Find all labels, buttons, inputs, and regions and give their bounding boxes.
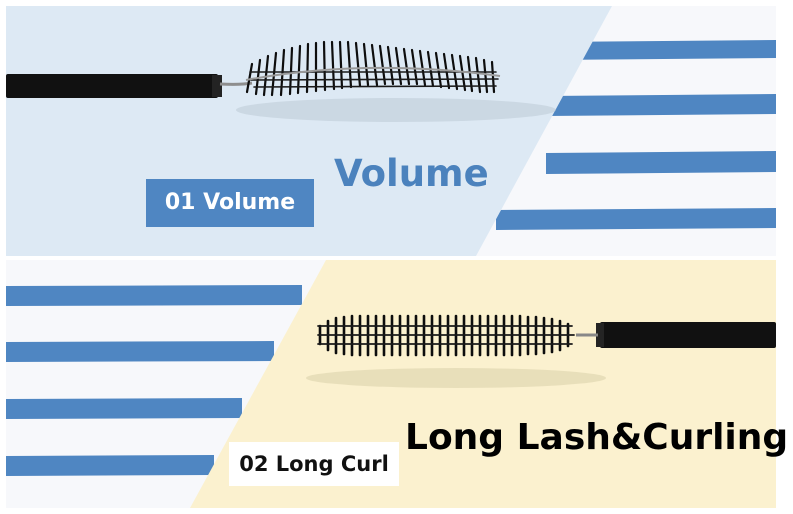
- mascara-long-curl-wand-icon: [317, 314, 776, 357]
- stripe: [546, 151, 776, 174]
- stripe: [6, 455, 214, 476]
- volume-headline: Volume: [334, 152, 489, 195]
- wand-handle: [6, 74, 218, 98]
- wand-handle: [600, 322, 776, 348]
- volume-panel-art: [6, 6, 776, 256]
- bottom-stripes: [6, 285, 302, 476]
- stripe: [6, 341, 274, 362]
- stripe: [546, 94, 776, 116]
- stripe: [6, 398, 242, 419]
- volume-tag: 01 Volume: [146, 179, 314, 227]
- stripe: [6, 285, 302, 306]
- stripe: [546, 40, 776, 60]
- top-stripes: [496, 40, 776, 230]
- long-curl-headline: Long Lash&Curling: [405, 417, 789, 458]
- volume-tag-text: 01 Volume: [164, 190, 296, 215]
- long-curl-tag: 02 Long Curl: [229, 442, 399, 486]
- mascara-volume-wand-icon: [6, 40, 501, 98]
- long-curl-tag-text: 02 Long Curl: [239, 451, 389, 476]
- wand-shadow: [236, 98, 556, 122]
- volume-panel: [6, 6, 776, 256]
- stripe: [496, 208, 776, 230]
- wand-shadow: [306, 368, 606, 388]
